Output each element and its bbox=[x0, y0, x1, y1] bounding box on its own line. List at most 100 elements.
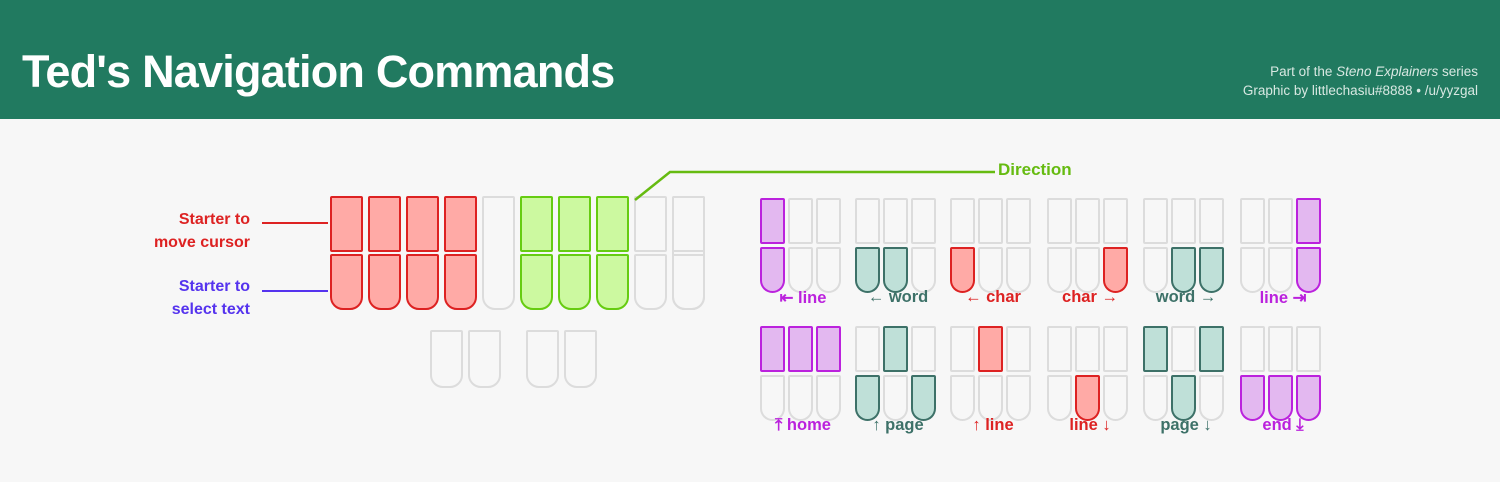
credit-pre: Part of the bbox=[1270, 64, 1337, 79]
command-diagram: line ⇥ bbox=[1240, 198, 1332, 307]
cmd-10-key-top-0 bbox=[1143, 326, 1168, 372]
command-diagram: ⤒ home bbox=[760, 326, 852, 434]
cmd-8-key-top-2 bbox=[1006, 326, 1031, 372]
cmd-1-key-bottom-2 bbox=[911, 247, 936, 293]
main-key-top-6 bbox=[596, 196, 629, 252]
cmd-11-key-top-2 bbox=[1296, 326, 1321, 372]
cmd-5-key-bottom-2 bbox=[1296, 247, 1321, 293]
main-key-top-7 bbox=[634, 196, 667, 252]
cmd-1-key-top-0 bbox=[855, 198, 880, 244]
cmd-2-key-top-1 bbox=[978, 198, 1003, 244]
credit-post: series bbox=[1438, 64, 1478, 79]
cmd-5-key-bottom-1 bbox=[1268, 247, 1293, 293]
cmd-2-key-bottom-0 bbox=[950, 247, 975, 293]
cmd-5-key-top-1 bbox=[1268, 198, 1293, 244]
command-diagram: ⇤ line bbox=[760, 198, 852, 307]
command-label: line ↓ bbox=[1069, 416, 1111, 434]
command-diagram: ↑ line bbox=[950, 326, 1042, 434]
main-key-bottom-3 bbox=[444, 254, 477, 310]
command-label: ⤒ home bbox=[775, 416, 831, 434]
command-label: ← char bbox=[965, 288, 1021, 306]
command-keys bbox=[950, 326, 1036, 421]
command-diagram: ← word bbox=[855, 198, 947, 306]
cmd-9-key-top-1 bbox=[1075, 326, 1100, 372]
cmd-10-key-bottom-1 bbox=[1171, 375, 1196, 421]
credit-series-line: Part of the Steno Explainers series bbox=[1243, 62, 1478, 81]
cmd-11-key-bottom-2 bbox=[1296, 375, 1321, 421]
main-key-top-0 bbox=[330, 196, 363, 252]
main-key-vowel-2 bbox=[526, 330, 559, 388]
cmd-10-key-bottom-2 bbox=[1199, 375, 1224, 421]
cmd-4-key-bottom-1 bbox=[1171, 247, 1196, 293]
command-diagram: page ↓ bbox=[1143, 326, 1235, 434]
command-keys bbox=[1143, 198, 1229, 293]
main-key-top-1 bbox=[368, 196, 401, 252]
cmd-7-key-top-1 bbox=[883, 326, 908, 372]
cmd-11-key-top-0 bbox=[1240, 326, 1265, 372]
cmd-3-key-bottom-2 bbox=[1103, 247, 1128, 293]
cmd-9-key-top-2 bbox=[1103, 326, 1128, 372]
command-diagram: ← char bbox=[950, 198, 1042, 306]
cmd-3-key-bottom-0 bbox=[1047, 247, 1072, 293]
cmd-3-key-top-0 bbox=[1047, 198, 1072, 244]
command-keys bbox=[1143, 326, 1229, 421]
cmd-2-key-bottom-2 bbox=[1006, 247, 1031, 293]
main-key-bottom-4 bbox=[520, 254, 553, 310]
command-label: ← word bbox=[867, 288, 929, 306]
command-diagram: word → bbox=[1143, 198, 1235, 306]
cmd-7-key-bottom-0 bbox=[855, 375, 880, 421]
page-title: Ted's Navigation Commands bbox=[22, 46, 615, 97]
cmd-3-key-bottom-1 bbox=[1075, 247, 1100, 293]
cmd-0-key-bottom-1 bbox=[788, 247, 813, 293]
credit-series-name: Steno Explainers bbox=[1336, 64, 1439, 79]
cmd-4-key-top-1 bbox=[1171, 198, 1196, 244]
cmd-7-key-bottom-1 bbox=[883, 375, 908, 421]
main-key-top-2 bbox=[406, 196, 439, 252]
cmd-8-key-bottom-0 bbox=[950, 375, 975, 421]
command-diagram: line ↓ bbox=[1047, 326, 1139, 434]
command-label: ↑ page bbox=[872, 416, 924, 434]
cmd-0-key-top-0 bbox=[760, 198, 785, 244]
cmd-8-key-top-0 bbox=[950, 326, 975, 372]
main-steno-board bbox=[330, 196, 730, 391]
command-keys bbox=[855, 198, 941, 293]
cmd-5-key-top-2 bbox=[1296, 198, 1321, 244]
page-header: Ted's Navigation Commands Part of the St… bbox=[0, 0, 1500, 119]
cmd-6-key-bottom-0 bbox=[760, 375, 785, 421]
main-key-vowel-3 bbox=[564, 330, 597, 388]
main-key-vowel-0 bbox=[430, 330, 463, 388]
cmd-6-key-top-1 bbox=[788, 326, 813, 372]
command-keys bbox=[1047, 198, 1133, 293]
cmd-9-key-bottom-2 bbox=[1103, 375, 1128, 421]
cmd-7-key-bottom-2 bbox=[911, 375, 936, 421]
main-key-vowel-1 bbox=[468, 330, 501, 388]
command-keys bbox=[1240, 198, 1326, 293]
cmd-6-key-bottom-2 bbox=[816, 375, 841, 421]
cmd-2-key-bottom-1 bbox=[978, 247, 1003, 293]
credit-author-line: Graphic by littlechasiu#8888 • /u/yyzgal bbox=[1242, 83, 1478, 98]
cmd-10-key-top-2 bbox=[1199, 326, 1224, 372]
cmd-9-key-bottom-1 bbox=[1075, 375, 1100, 421]
command-keys bbox=[760, 326, 846, 421]
command-label: end ⤓ bbox=[1262, 416, 1304, 434]
cmd-0-key-top-2 bbox=[816, 198, 841, 244]
main-key-top-4 bbox=[520, 196, 553, 252]
main-key-bottom-6 bbox=[596, 254, 629, 310]
main-key-star-0 bbox=[482, 196, 515, 310]
legend-label-1: Starter to select text bbox=[171, 278, 250, 318]
command-keys bbox=[855, 326, 941, 421]
cmd-6-key-top-2 bbox=[816, 326, 841, 372]
cmd-1-key-bottom-0 bbox=[855, 247, 880, 293]
cmd-4-key-bottom-0 bbox=[1143, 247, 1168, 293]
cmd-0-key-bottom-0 bbox=[760, 247, 785, 293]
main-key-bottom-5 bbox=[558, 254, 591, 310]
cmd-5-key-top-0 bbox=[1240, 198, 1265, 244]
cmd-10-key-bottom-0 bbox=[1143, 375, 1168, 421]
main-key-star-1 bbox=[672, 196, 705, 310]
cmd-2-key-top-0 bbox=[950, 198, 975, 244]
cmd-6-key-bottom-1 bbox=[788, 375, 813, 421]
cmd-9-key-top-0 bbox=[1047, 326, 1072, 372]
cmd-6-key-top-0 bbox=[760, 326, 785, 372]
command-diagram: end ⤓ bbox=[1240, 326, 1332, 434]
